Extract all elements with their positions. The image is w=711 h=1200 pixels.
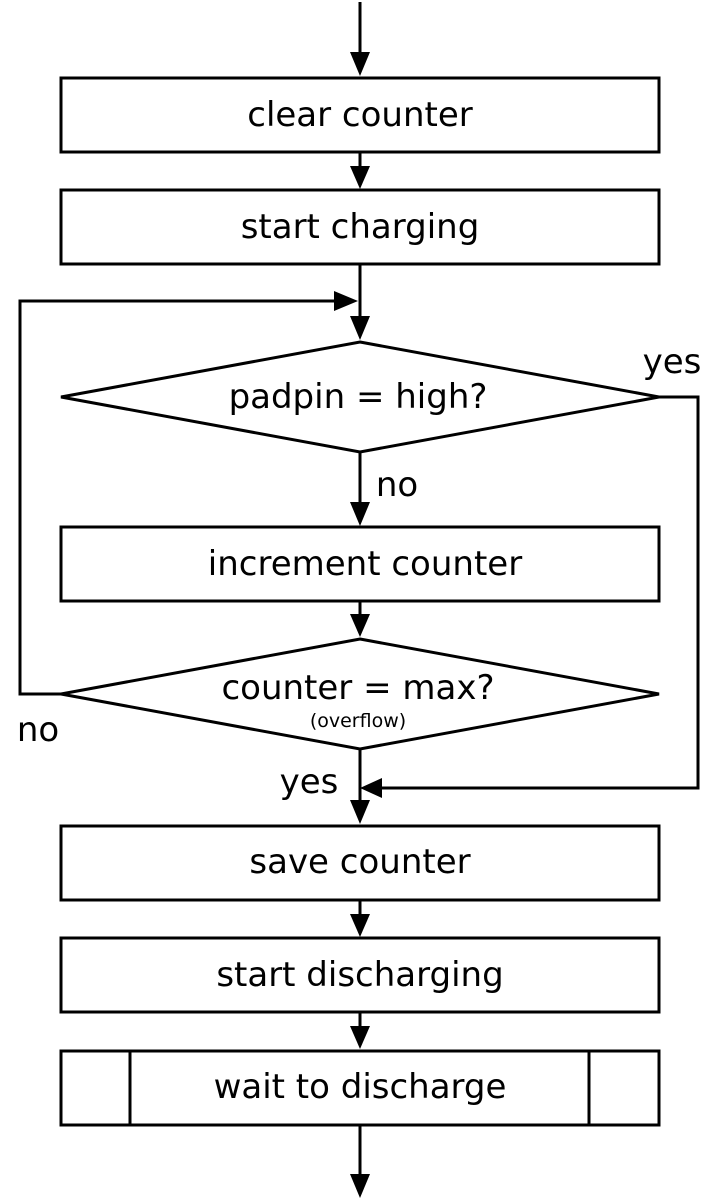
process-start-discharging: start discharging <box>59 936 661 1014</box>
start-charging-label: start charging <box>241 207 480 247</box>
max-no-label: no <box>17 710 59 750</box>
decision-counter-max: counter = max? (overflow) <box>60 637 660 751</box>
edge-max-no-loop: no <box>17 291 358 750</box>
entry-arrow <box>350 2 370 76</box>
wait-to-discharge-label: wait to discharge <box>214 1067 507 1107</box>
arrow-charging-to-padpin <box>350 264 370 340</box>
exit-arrow <box>350 1125 370 1198</box>
clear-counter-label: clear counter <box>247 95 473 135</box>
process-increment-counter: increment counter <box>59 525 661 603</box>
arrow-clear-to-charging <box>350 152 370 189</box>
arrow-discharging-to-wait <box>350 1012 370 1049</box>
arrow-save-to-discharging <box>350 900 370 937</box>
process-clear-counter: clear counter <box>59 76 661 154</box>
padpin-yes-label: yes <box>643 342 702 382</box>
start-discharging-label: start discharging <box>216 955 503 995</box>
padpin-no-label: no <box>376 465 418 505</box>
process-start-charging: start charging <box>59 188 661 266</box>
arrow-increment-to-max <box>350 601 370 637</box>
edge-max-yes: yes <box>280 749 370 824</box>
max-decision-note: (overflow) <box>310 710 406 732</box>
decision-padpin-high: padpin = high? <box>60 340 660 454</box>
max-decision-label: counter = max? <box>221 668 494 708</box>
process-save-counter: save counter <box>59 824 661 902</box>
increment-counter-label: increment counter <box>208 544 522 584</box>
edge-padpin-no: no <box>350 452 418 526</box>
edge-padpin-yes: yes <box>360 342 701 798</box>
save-counter-label: save counter <box>249 842 470 882</box>
padpin-decision-label: padpin = high? <box>229 377 488 417</box>
max-yes-label: yes <box>280 762 339 802</box>
subprocess-wait-to-discharge: wait to discharge <box>59 1049 661 1127</box>
